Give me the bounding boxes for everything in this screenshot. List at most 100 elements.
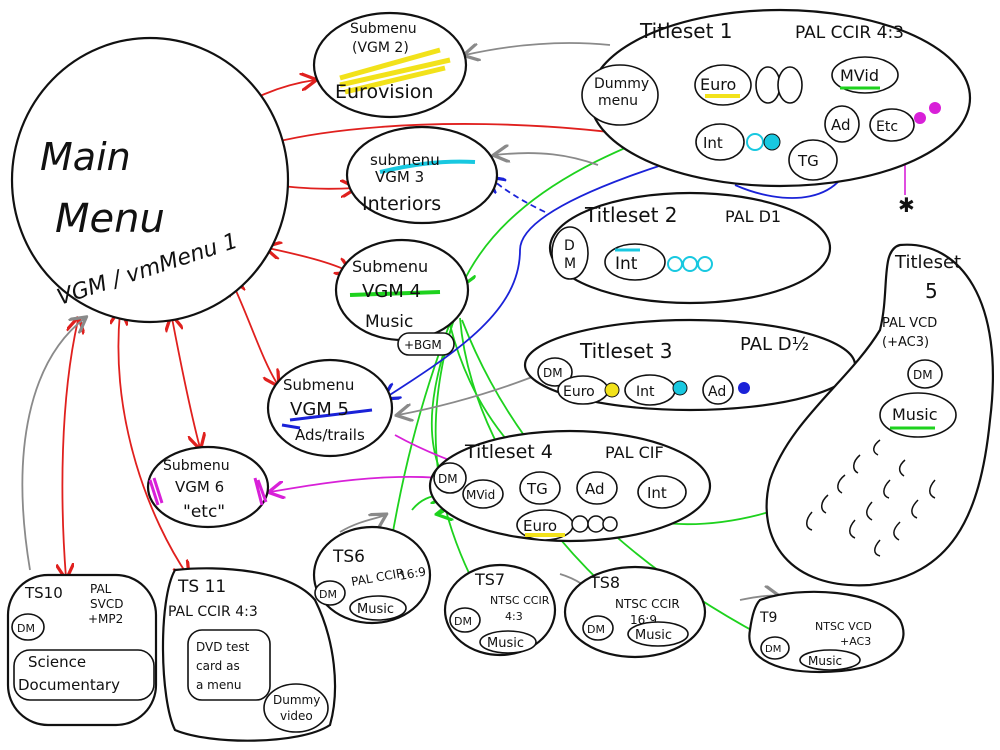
ts10-dm[interactable]	[11, 613, 45, 641]
ts1-etc[interactable]	[869, 108, 915, 142]
ts11-node[interactable]: TS 11 PAL CCIR 4:3 DVD test card as a me…	[161, 567, 337, 742]
ts9-node[interactable]: T9 NTSC VCD +AC3 DM Music	[748, 590, 905, 674]
main-menu-line1: Main	[40, 135, 131, 179]
ts1-ad-label: Ad	[831, 116, 851, 134]
titleset-1-node[interactable]: Titleset 1 PAL CCIR 4:3 Dummy menu Euro …	[581, 8, 972, 217]
link-main-vgm5	[232, 282, 278, 385]
ts1-int[interactable]	[695, 123, 745, 161]
vgm4-line2: VGM 4	[362, 281, 421, 302]
ts6-dm[interactable]	[314, 580, 346, 606]
ts4-int-label: Int	[647, 484, 667, 502]
submenu-vgm2-node[interactable]: Submenu (VGM 2) Eurovision	[312, 11, 468, 119]
ts3-ad-label: Ad	[708, 384, 726, 400]
ts5-music-clips	[806, 439, 936, 557]
ts8-dm[interactable]	[582, 615, 614, 641]
ts3-dm-label: DM	[543, 366, 563, 380]
ts1-mvid[interactable]	[831, 56, 899, 94]
ts8-music-label: Music	[635, 628, 672, 643]
ts7-music[interactable]	[479, 630, 537, 654]
ts2-dm[interactable]	[551, 226, 589, 280]
ts3-ad-clip	[738, 382, 750, 394]
ts1-tg-label: TG	[797, 152, 819, 170]
ts9-music-label: Music	[808, 654, 842, 668]
ts10-content[interactable]	[13, 649, 155, 701]
ts4-int[interactable]	[637, 475, 687, 509]
vgm5-line2: VGM 5	[290, 399, 349, 420]
ts10-format3: +MP2	[88, 612, 123, 626]
ts3-ad[interactable]	[702, 375, 734, 405]
etc-star-icon: ✱	[898, 193, 915, 217]
ts9-format2: +AC3	[840, 635, 871, 648]
vgm4-extra: +BGM	[404, 338, 442, 352]
submenu-vgm3-node[interactable]: submenu VGM 3 Interiors	[345, 125, 499, 225]
ts3-int-label: Int	[636, 384, 655, 400]
ts11-dummy-video[interactable]	[263, 683, 329, 733]
ts1-etc-label: Etc	[876, 119, 898, 135]
ts1-int-label: Int	[703, 134, 723, 152]
ts4-ad[interactable]	[576, 471, 618, 505]
ts2-int[interactable]	[604, 243, 666, 281]
ts4-tg[interactable]	[519, 471, 561, 505]
ts1-etc-clip-1	[914, 112, 926, 124]
ts3-euro-label: Euro	[563, 384, 595, 400]
ts1-format: PAL CCIR 4:3	[795, 23, 904, 43]
ts4-euro-clip-1	[571, 515, 589, 533]
ts9-music[interactable]	[799, 649, 861, 671]
ts11-test-card[interactable]	[187, 629, 271, 701]
submenu-vgm6-node[interactable]: Submenu VGM 6 "etc"	[146, 445, 270, 529]
ts4-mvid[interactable]	[462, 479, 504, 509]
vgm2-line3: Eurovision	[335, 81, 433, 103]
main-menu-node[interactable]: Main Menu VGM / vmMenu 1	[10, 36, 290, 324]
ts7-node[interactable]: TS7 NTSC CCIR 4:3 DM Music	[443, 563, 557, 657]
ts4-mvid-label: MVid	[466, 488, 495, 502]
ts10-title: TS10	[24, 584, 63, 602]
titleset-5-node[interactable]: Titleset 5 PAL VCD (+AC3) DM Music	[765, 243, 994, 587]
ts9-dm[interactable]	[760, 636, 790, 660]
submenu-vgm5-node[interactable]: Submenu VGM 5 Ads/trails	[266, 358, 394, 458]
titleset-2-node[interactable]: Titleset 2 PAL D1 D M Int	[548, 191, 832, 305]
link-main-vgm4	[268, 248, 350, 272]
ts8-node[interactable]: TS8 NTSC CCIR 16:9 DM Music	[563, 565, 707, 659]
link-ts1-vgm3	[490, 178, 546, 213]
vgm3-line2: VGM 3	[375, 168, 424, 186]
ts6-music[interactable]	[349, 595, 407, 621]
titleset-4-node[interactable]: Titleset 4 PAL CIF DM MVid TG Ad Int Eur…	[428, 429, 712, 543]
ts7-dm-label: DM	[454, 615, 472, 628]
ts1-ad[interactable]	[824, 105, 860, 143]
yellow-scribble	[339, 47, 451, 95]
ts7-dm[interactable]	[449, 607, 481, 633]
ts3-int-clip	[672, 380, 688, 396]
ts4-dm[interactable]	[433, 462, 467, 494]
link-main-ts11	[118, 312, 188, 576]
ts6-node[interactable]: TS6 PAL CCIR 16:9 DM Music	[312, 525, 432, 625]
titleset-3-node[interactable]: Titleset 3 PAL D½ DM Euro Int Ad	[523, 318, 857, 412]
ts10-content-line1: Science	[28, 653, 86, 671]
ts8-format1: NTSC CCIR	[615, 597, 680, 611]
ts6-dm-label: DM	[319, 588, 337, 601]
ts5-music[interactable]	[879, 392, 957, 438]
ts10-node[interactable]: TS10 PAL SVCD +MP2 DM Science Documentar…	[6, 573, 158, 727]
ts1-tg[interactable]	[788, 139, 838, 181]
ts7-title: TS7	[474, 570, 505, 589]
ts1-dummy-menu[interactable]	[581, 64, 659, 126]
vgm5-line3: Ads/trails	[295, 426, 365, 444]
ts4-euro-label: Euro	[523, 517, 557, 535]
ts8-title: TS8	[589, 573, 620, 592]
ts8-dm-label: DM	[587, 623, 605, 636]
submenu-vgm4-node[interactable]: Submenu VGM 4 Music +BGM	[334, 238, 470, 356]
ts11-title: TS 11	[177, 577, 226, 597]
ts3-format: PAL D½	[740, 334, 809, 355]
ts6-music-label: Music	[357, 602, 394, 617]
ts5-dm[interactable]	[907, 359, 943, 389]
ts3-title: Titleset 3	[579, 339, 673, 363]
green-scribble	[349, 290, 441, 297]
ts5-title: Titleset	[894, 252, 961, 273]
blue-scribble	[281, 408, 373, 430]
ts5-format1: PAL VCD	[882, 316, 937, 331]
vgm4-line1: Submenu	[352, 257, 428, 276]
ts4-euro-clip-3	[602, 516, 618, 532]
ts3-dm[interactable]	[537, 357, 573, 387]
link-ts3-vgm5	[398, 371, 546, 415]
ts8-music[interactable]	[627, 621, 689, 647]
